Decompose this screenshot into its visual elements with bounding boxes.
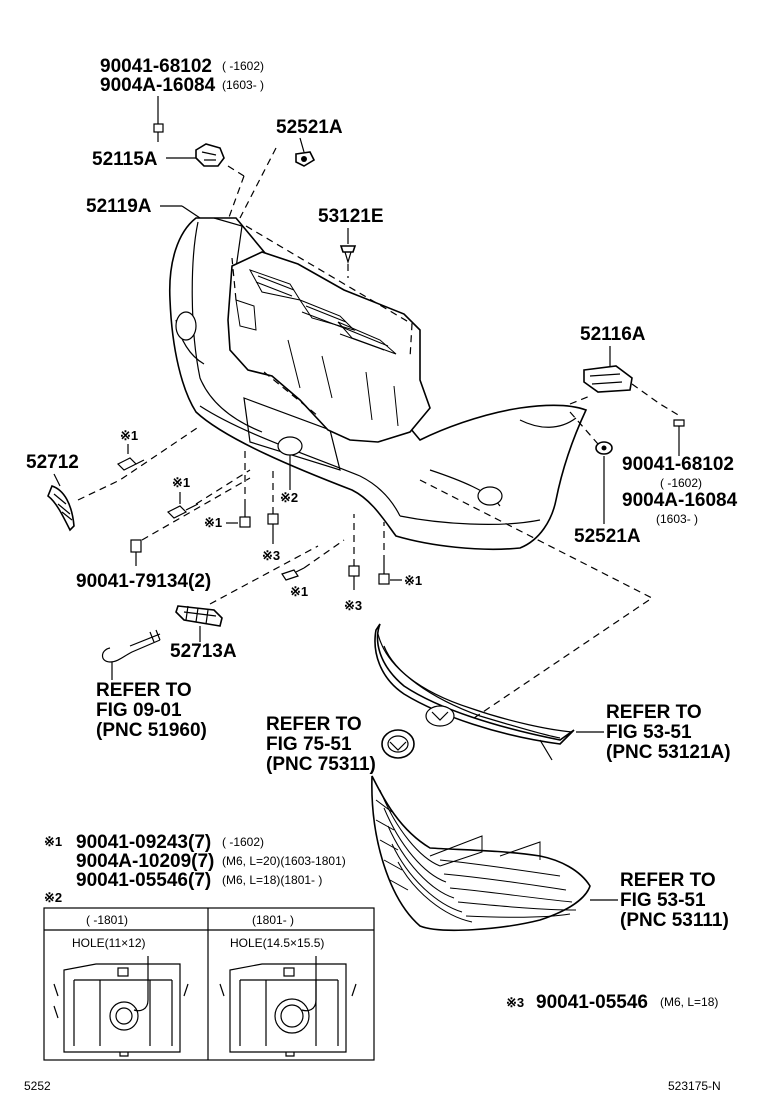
callout-52116A[interactable]: 52116A	[580, 324, 646, 345]
dash-line	[419, 479, 654, 719]
callout-52712[interactable]: 52712	[26, 452, 79, 473]
hole-bracket-small-icon	[53, 956, 189, 1057]
note-1-spec-2: (M6, L=20)(1603-1801)	[222, 854, 346, 868]
spacer-52713A-icon	[175, 605, 223, 627]
dash-line	[631, 383, 681, 417]
bolt-icon	[378, 562, 390, 585]
callout-52115A[interactable]: 52115A	[92, 149, 158, 170]
ref-upper-line2: FIG 53-51	[606, 722, 692, 743]
clip-53121E-icon	[339, 245, 357, 265]
mark-3-a: ※3	[262, 548, 280, 563]
mark-3-b: ※3	[344, 598, 362, 613]
emblem-icon	[381, 729, 415, 759]
bracket-52116A-icon	[583, 365, 633, 393]
ref-emblem-line2: FIG 75-51	[266, 734, 352, 755]
dash-line	[227, 165, 245, 177]
screw-icon	[166, 503, 199, 519]
upper-support-bracket[interactable]	[227, 251, 431, 443]
mark-2: ※2	[280, 490, 298, 505]
screw-right-icon	[673, 419, 685, 442]
clip-screw-icon	[153, 123, 164, 142]
spacer-52712-icon	[47, 485, 75, 532]
ref-emblem-line1: REFER TO	[266, 714, 362, 735]
reference-tow-hook[interactable]: REFER TO FIG 09-01 (PNC 51960)	[96, 680, 207, 741]
dash-line	[303, 539, 345, 569]
dash-line	[239, 147, 277, 219]
reference-emblem[interactable]: REFER TO FIG 75-51 (PNC 75311)	[266, 714, 376, 775]
callout-52713A[interactable]: 52713A	[170, 641, 237, 662]
range-right-1: ( -1602)	[660, 476, 702, 490]
hole-cap-icon	[277, 436, 303, 456]
callout-9004A-16084-right[interactable]: 9004A-16084	[622, 490, 738, 511]
note-1-part-1[interactable]: 90041-09243(7)	[76, 832, 211, 853]
clip-90041-79134-icon	[130, 539, 142, 566]
callout-53121E[interactable]: 53121E	[318, 206, 384, 227]
mark-1-a: ※1	[120, 428, 138, 443]
ref-tow-line1: REFER TO	[96, 680, 192, 701]
callout-52521A-top[interactable]: 52521A	[276, 117, 343, 138]
note-2-col1-header: ( -1801)	[86, 913, 128, 927]
note-3-mark: ※3	[506, 995, 524, 1010]
ref-lower-line3: (PNC 53111)	[620, 910, 729, 931]
note-1-part-3[interactable]: 90041-05546(7)	[76, 870, 211, 891]
note-2-table	[43, 907, 375, 1061]
note-1-mark: ※1	[44, 834, 62, 849]
dash-line	[569, 395, 591, 405]
note-1-spec-3: (M6, L=18)(1801- )	[222, 873, 322, 887]
lower-radiator-grille[interactable]	[371, 775, 591, 932]
hole-bracket-large-icon	[219, 956, 357, 1057]
ref-upper-line1: REFER TO	[606, 702, 702, 723]
footer-right-code: 523175-N	[668, 1079, 721, 1093]
callout-90041-79134[interactable]: 90041-79134(2)	[76, 571, 211, 592]
clip-52521A-right-icon	[595, 441, 613, 455]
ref-tow-line2: FIG 09-01	[96, 700, 182, 721]
note-1-part-2[interactable]: 9004A-10209(7)	[76, 851, 214, 872]
note-3-part[interactable]: 90041-05546	[536, 992, 648, 1013]
dash-line	[245, 225, 413, 359]
leader-line	[299, 137, 305, 153]
dash-line	[195, 469, 251, 505]
reference-upper-grille[interactable]: REFER TO FIG 53-51 (PNC 53121A)	[606, 702, 731, 763]
note-3-spec: (M6, L=18)	[660, 995, 718, 1009]
clip-52521A-icon	[295, 151, 316, 167]
screw-icon	[281, 567, 305, 581]
dash-line	[77, 425, 201, 501]
note-2-mark: ※2	[44, 890, 62, 905]
bolt-icon	[239, 506, 251, 528]
header-part-2[interactable]: 9004A-16084	[100, 75, 216, 96]
ref-upper-line3: (PNC 53121A)	[606, 742, 731, 763]
dash-line	[141, 477, 251, 541]
leader-line	[53, 473, 61, 487]
mark-1-e: ※1	[404, 573, 422, 588]
callout-52521A-right[interactable]: 52521A	[574, 526, 641, 547]
tow-hook-icon	[101, 629, 161, 663]
note-2-col2-hole: HOLE(14.5×15.5)	[230, 936, 324, 950]
dash-line	[209, 545, 319, 605]
screw-icon	[116, 457, 145, 471]
mark-1-c: ※1	[204, 515, 222, 530]
callout-52119A[interactable]: 52119A	[86, 196, 152, 217]
note-2-col2-header: (1801- )	[252, 913, 294, 927]
header-part-1[interactable]: 90041-68102	[100, 56, 212, 77]
dash-line	[227, 175, 245, 221]
mark-1-d: ※1	[290, 584, 308, 599]
header-range-1: ( -1602)	[222, 59, 264, 73]
footer-left-code: 5252	[24, 1079, 51, 1093]
callout-90041-68102-right[interactable]: 90041-68102	[622, 454, 734, 475]
note-2-col1-hole: HOLE(11×12)	[72, 936, 145, 950]
bolt-icon	[348, 565, 360, 590]
range-right-2: (1603- )	[656, 512, 698, 526]
note-1-spec-1: ( -1602)	[222, 835, 264, 849]
header-range-2: (1603- )	[222, 78, 264, 92]
ref-tow-line3: (PNC 51960)	[96, 720, 207, 741]
upper-radiator-grille[interactable]	[374, 623, 575, 761]
bracket-52115A-icon	[195, 143, 225, 167]
reference-lower-grille[interactable]: REFER TO FIG 53-51 (PNC 53111)	[620, 870, 729, 931]
ref-lower-line1: REFER TO	[620, 870, 716, 891]
ref-lower-line2: FIG 53-51	[620, 890, 706, 911]
mark-1-b: ※1	[172, 475, 190, 490]
bolt-icon	[267, 513, 279, 532]
ref-emblem-line3: (PNC 75311)	[266, 754, 376, 775]
